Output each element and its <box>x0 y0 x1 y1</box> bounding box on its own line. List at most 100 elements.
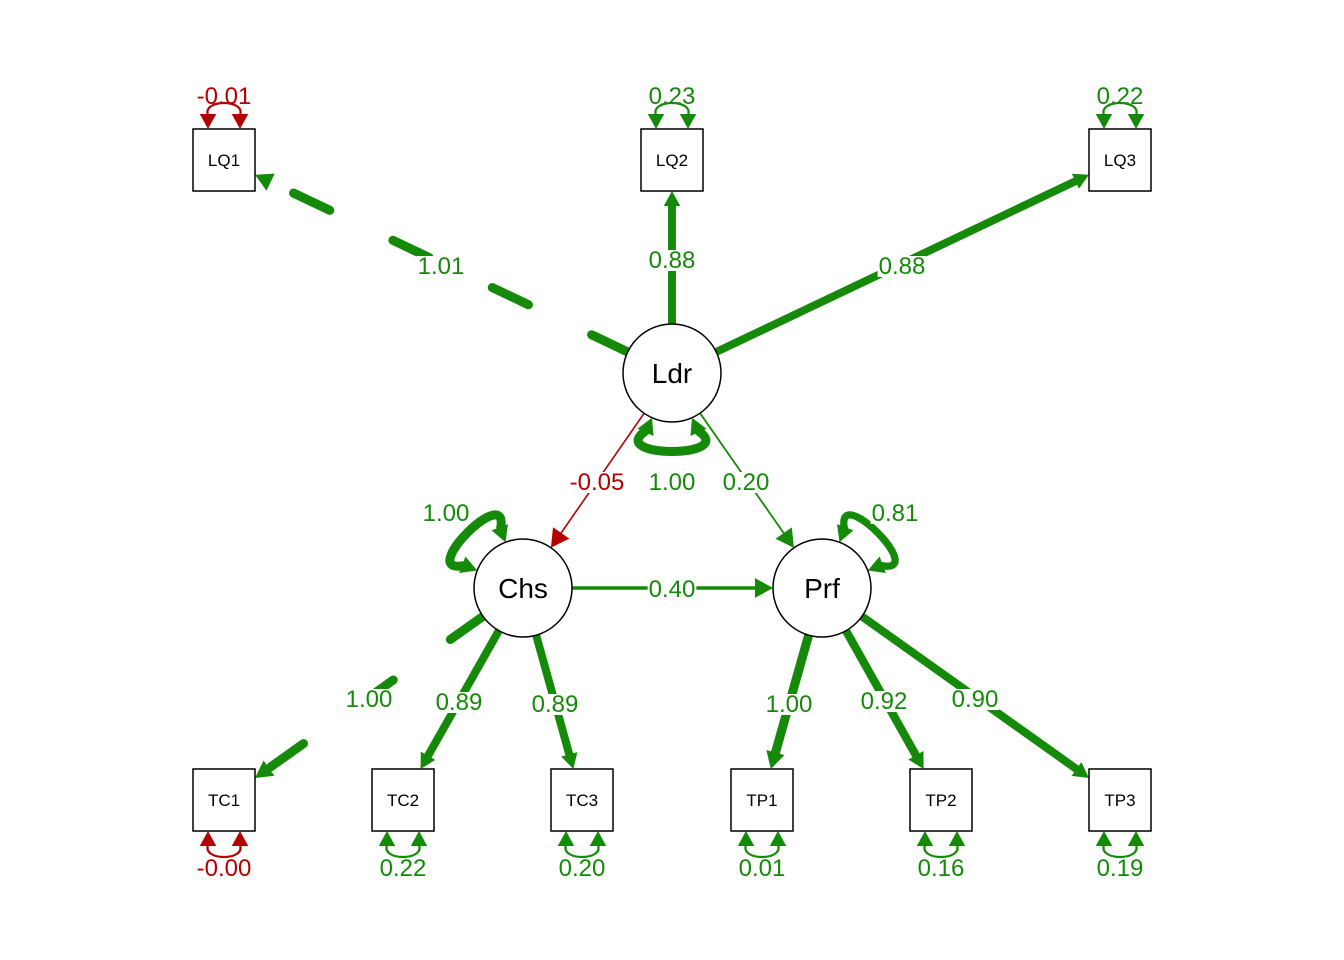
variance-loop-prf-label: 0.81 <box>872 500 919 527</box>
latent-node-circle <box>622 323 722 423</box>
loading-chs-tc2-label-bg <box>434 692 484 713</box>
observed-node-tc3[interactable]: TC3 <box>550 768 614 832</box>
observed-node-label: TP2 <box>925 791 956 810</box>
observed-node-box <box>550 768 614 832</box>
loading-ldr-lq3-arrowhead <box>1071 173 1089 189</box>
variance-loop-chs <box>445 510 506 571</box>
observed-node-label: TC2 <box>387 791 419 810</box>
loading-prf-tp1-label-bg <box>764 694 814 715</box>
observed-node-lq3[interactable]: LQ3 <box>1088 128 1152 192</box>
observed-node-label: TP3 <box>1104 791 1135 810</box>
latent-node-circle <box>473 538 573 638</box>
residual-loop-tc3-label: 0.20 <box>559 855 606 882</box>
residual-loop-tp2 <box>923 844 959 858</box>
loading-chs-tc1-label: 1.00 <box>346 686 393 713</box>
regression-ldr-prf-label: 0.20 <box>723 469 770 496</box>
residual-loop-lq2 <box>654 102 690 116</box>
loading-prf-tp3-label-bg <box>950 689 1000 710</box>
residual-loop-tc1-arrowhead-1 <box>199 831 217 846</box>
observed-node-tp2[interactable]: TP2 <box>909 768 973 832</box>
variance-loop-prf-label-bg <box>870 503 920 524</box>
residual-loop-lq2-label: 0.23 <box>649 83 696 110</box>
observed-node-lq1[interactable]: LQ1 <box>192 128 256 192</box>
residual-loop-tc2 <box>385 844 421 858</box>
residual-loop-tp2-label: 0.16 <box>918 855 965 882</box>
residual-loop-tp3-arrowhead-2 <box>1127 831 1145 846</box>
loading-prf-tp2-label-bg <box>859 691 909 712</box>
residual-loop-tp2-arrowhead-1 <box>916 831 934 846</box>
residual-loop-tp3 <box>1102 844 1138 858</box>
regression-chs-prf-arrowhead <box>755 578 773 598</box>
loading-ldr-lq1-arrowhead <box>255 173 275 191</box>
residual-loop-tc3-arrowhead-2 <box>589 831 607 846</box>
residual-loop-tc1-label: -0.00 <box>197 855 252 882</box>
observed-node-label: TC3 <box>566 791 598 810</box>
residual-loop-tc2-arrowhead-2 <box>410 831 428 846</box>
observed-node-box <box>371 768 435 832</box>
residual-loop-tp3-label: 0.19 <box>1097 855 1144 882</box>
observed-node-box <box>730 768 794 832</box>
residual-loop-tp1-label: 0.01 <box>739 855 786 882</box>
loading-chs-tc3-label: 0.89 <box>532 691 579 718</box>
loading-chs-tc2-arrowhead <box>420 751 436 769</box>
residual-loop-tp1-arrowhead-1 <box>737 831 755 846</box>
residual-loop-tc3 <box>564 844 600 858</box>
residual-loop-lq1-arrowhead-1 <box>199 114 217 129</box>
loading-prf-tp2-arrowhead <box>908 751 924 769</box>
observed-node-label: LQ2 <box>656 151 688 170</box>
observed-node-label: TC1 <box>208 791 240 810</box>
observed-node-tc1[interactable]: TC1 <box>192 768 256 832</box>
residual-loop-lq1-label: -0.01 <box>197 83 252 110</box>
observed-node-box <box>909 768 973 832</box>
latent-node-label: Chs <box>498 573 548 604</box>
variance-loop-prf-arrowhead-1 <box>837 524 854 543</box>
loading-prf-tp1-label: 1.00 <box>766 691 813 718</box>
loading-prf-tp2-label: 0.92 <box>861 688 908 715</box>
residual-loop-lq1-arrowhead-2 <box>231 114 249 129</box>
loading-chs-tc3-arrowhead <box>561 752 578 769</box>
residual-loop-lq2-arrowhead-2 <box>679 114 697 129</box>
loading-chs-tc3-label-bg <box>530 694 580 715</box>
residual-loop-tc2-arrowhead-1 <box>378 831 396 846</box>
residual-loop-tp1-arrowhead-2 <box>769 831 787 846</box>
observed-node-label: LQ1 <box>208 151 240 170</box>
observed-node-tc2[interactable]: TC2 <box>371 768 435 832</box>
variance-loop-prf <box>840 511 899 570</box>
latent-node-label: Ldr <box>652 358 692 389</box>
observed-node-tp1[interactable]: TP1 <box>730 768 794 832</box>
latent-node-chs[interactable]: Chs <box>473 538 573 638</box>
residual-loop-tc3-arrowhead-1 <box>557 831 575 846</box>
residual-loop-tc1 <box>206 844 242 858</box>
loading-ldr-lq2-arrowhead <box>663 191 681 207</box>
residual-loop-tc1-arrowhead-2 <box>231 831 249 846</box>
latent-node-ldr[interactable]: Ldr <box>622 323 722 423</box>
variance-loop-chs-label-bg <box>421 503 471 524</box>
observed-node-box <box>640 128 704 192</box>
observed-node-box <box>1088 128 1152 192</box>
latent-node-label: Prf <box>804 573 840 604</box>
loading-prf-tp3-arrowhead <box>1071 762 1089 778</box>
loading-ldr-lq2-label: 0.88 <box>649 247 696 274</box>
residual-loop-tp2-arrowhead-2 <box>948 831 966 846</box>
residual-loop-tc2-label: 0.22 <box>380 855 427 882</box>
variance-loop-ldr-label: 1.00 <box>649 469 696 496</box>
variance-loop-prf-arrowhead-2 <box>867 556 886 573</box>
regression-ldr-chs-label-bg <box>568 472 626 493</box>
observed-node-tp3[interactable]: TP3 <box>1088 768 1152 832</box>
residual-loop-lq3-arrowhead-2 <box>1127 114 1145 129</box>
observed-node-box <box>1088 768 1152 832</box>
loading-ldr-lq1 <box>262 176 633 357</box>
observed-node-label: LQ3 <box>1104 151 1136 170</box>
latent-node-prf[interactable]: Prf <box>772 538 872 638</box>
variance-loop-chs-arrowhead-1 <box>459 556 478 573</box>
variance-loop-ldr <box>633 426 711 456</box>
variance-loop-chs-arrowhead-2 <box>491 524 508 543</box>
regression-ldr-prf-label-bg <box>721 472 771 493</box>
loading-chs-tc1-arrowhead <box>255 760 275 779</box>
observed-node-lq2[interactable]: LQ2 <box>640 128 704 192</box>
regression-chs-prf-label: 0.40 <box>649 576 696 603</box>
loading-chs-tc2-label: 0.89 <box>436 689 483 716</box>
